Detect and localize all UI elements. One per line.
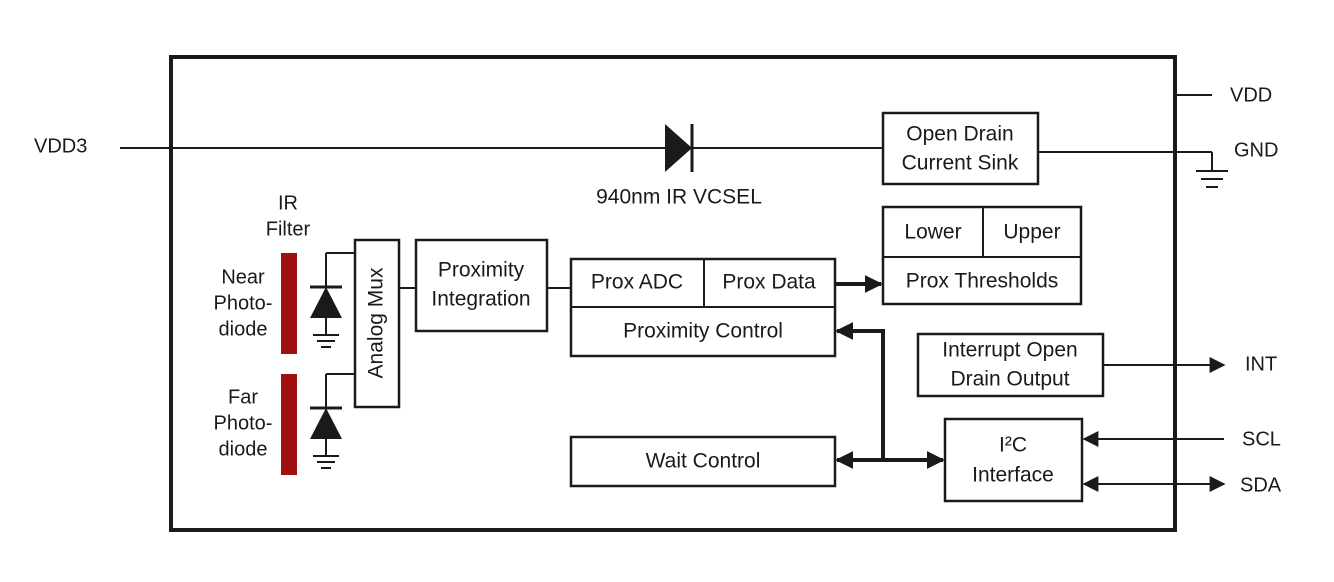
bus-junction-to-prox-control <box>835 322 885 460</box>
far-ir-filter <box>281 374 297 475</box>
open-drain-label-2: Current Sink <box>902 152 1019 175</box>
prox-data-label: Prox Data <box>722 271 816 294</box>
vdd3-pin-label: VDD3 <box>34 135 87 157</box>
prox-thresholds-label: Prox Thresholds <box>906 270 1059 293</box>
analog-mux-block <box>353 238 401 409</box>
far-label-1: Far <box>228 386 258 408</box>
sda-pin-label: SDA <box>1240 474 1282 496</box>
vdd-pin-label: VDD <box>1230 84 1272 106</box>
ground-symbol-icon <box>1196 170 1228 188</box>
far-label-3: diode <box>219 438 268 460</box>
prox-integration-label-1: Proximity <box>438 259 525 282</box>
wait-control-block <box>569 435 837 488</box>
prox-integration-block <box>414 238 549 333</box>
analog-mux-label: Analog Mux <box>365 267 388 378</box>
open-drain-label-1: Open Drain <box>906 123 1013 146</box>
int-pin-label: INT <box>1245 353 1277 375</box>
chip-outline <box>169 55 1177 532</box>
vcsel-diode-icon <box>665 124 694 172</box>
near-photodiode-icon <box>310 252 355 348</box>
prox-integration-label-2: Integration <box>431 288 530 311</box>
near-label-2: Photo- <box>214 292 273 314</box>
far-label-2: Photo- <box>214 412 273 434</box>
ir-filter-label-2: Filter <box>266 218 311 240</box>
lower-threshold-label: Lower <box>904 221 961 244</box>
vcsel-label: 940nm IR VCSEL <box>596 186 762 209</box>
interrupt-label-2: Drain Output <box>950 368 1069 391</box>
interrupt-label-1: Interrupt Open <box>942 339 1077 362</box>
i2c-label-2: Interface <box>972 464 1054 487</box>
ir-filter-label-1: IR <box>278 192 298 214</box>
wait-control-label: Wait Control <box>646 450 761 473</box>
far-photodiode-icon <box>310 373 355 469</box>
upper-threshold-label: Upper <box>1003 221 1060 244</box>
i2c-label-1: I²C <box>999 434 1027 457</box>
proximity-control-label: Proximity Control <box>623 320 783 343</box>
i2c-interface-block <box>943 417 1084 503</box>
prox-adc-label: Prox ADC <box>591 271 683 294</box>
near-ir-filter <box>281 253 297 354</box>
near-label-1: Near <box>221 266 265 288</box>
scl-pin-label: SCL <box>1242 428 1281 450</box>
near-label-3: diode <box>219 318 268 340</box>
open-drain-sink-block <box>881 111 1040 186</box>
gnd-pin-label: GND <box>1234 139 1278 161</box>
